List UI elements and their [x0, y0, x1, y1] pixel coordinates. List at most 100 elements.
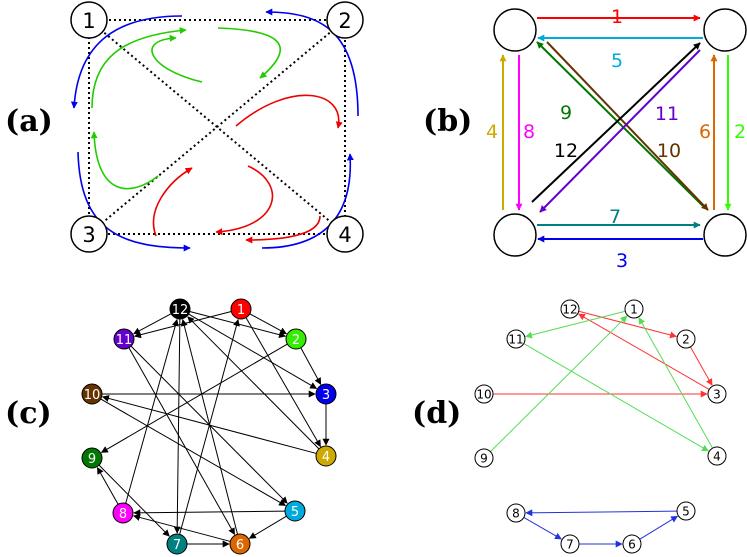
panel-b-edge-label-5: 5	[611, 50, 623, 72]
panel-c-edge-12-7	[173, 318, 181, 534]
panel-a-dotted-frame	[88, 19, 346, 235]
svg-text:4: 4	[713, 450, 721, 464]
svg-text:10: 10	[476, 388, 491, 402]
panel-a-node-2: 2	[326, 1, 364, 39]
panel-b-edge-label-4: 4	[486, 121, 498, 143]
panel-b-node-top-right	[703, 8, 747, 52]
panel-c-node-5: 5	[284, 500, 306, 522]
panel-c-edge-1-4	[245, 317, 321, 448]
panel-b-edge-11	[539, 49, 701, 213]
panel-c-node-4: 4	[315, 445, 337, 467]
svg-text:1: 1	[237, 303, 245, 318]
panel-d-edge-9-1	[490, 315, 628, 453]
svg-text:8: 8	[512, 507, 520, 521]
panel-d-node-6: 6	[622, 534, 642, 554]
svg-text:3: 3	[322, 388, 330, 403]
panel-a-node-1: 1	[70, 1, 108, 39]
svg-text:6: 6	[236, 538, 244, 553]
panel-b-node-bottom-left	[493, 213, 537, 257]
panel-c-node-3: 3	[315, 383, 337, 405]
svg-text:9: 9	[480, 452, 488, 466]
panel-d-edge-3-12	[578, 313, 710, 390]
panel-a-node-4: 4	[326, 215, 364, 253]
panel-c-edge-5-8	[133, 509, 286, 517]
panel-a-nodes: 1 2 3 4	[70, 1, 364, 253]
panel-b-nodes	[493, 8, 747, 257]
panel-d-edge-5-8	[525, 509, 678, 517]
panel-d-label: (d)	[412, 396, 461, 431]
svg-text:5: 5	[682, 505, 690, 519]
panel-b-label: (b)	[423, 104, 472, 139]
panel-b-node-bottom-right	[703, 213, 747, 257]
panel-d-node-7: 7	[560, 534, 580, 554]
panel-d-node-12: 12	[560, 299, 580, 319]
panel-c-node-6: 6	[229, 533, 251, 555]
svg-text:2: 2	[682, 333, 690, 347]
panel-c-edge-5-6	[248, 515, 287, 539]
panel-b-edge-label-9: 9	[560, 102, 572, 124]
svg-text:12: 12	[172, 303, 189, 318]
svg-text:4: 4	[322, 450, 330, 465]
panel-c-edge-11-6	[128, 347, 236, 536]
panel-b-edge-9	[536, 41, 705, 208]
svg-text:7: 7	[173, 538, 181, 553]
svg-text:1: 1	[630, 303, 638, 317]
panel-d-edge-8-7	[523, 517, 562, 540]
panel-c-edge-2-3	[300, 347, 322, 385]
panel-b-edge-label-3: 3	[616, 250, 628, 272]
panel-a-blue-arrow-bottom-left	[77, 151, 191, 252]
panel-c-edge-6-12	[180, 318, 239, 535]
panel-c-node-12: 12	[169, 298, 191, 320]
panel-c-edge-1-2	[249, 313, 287, 335]
panel-a: (a)	[5, 1, 364, 253]
panel-c-edge-10-5	[100, 398, 287, 506]
panel-c-node-7: 7	[166, 533, 188, 555]
panel-a-label: (a)	[5, 104, 53, 139]
panel-c-edge-6-8	[132, 514, 231, 542]
panel-d-node-8: 8	[506, 503, 526, 523]
svg-text:10: 10	[84, 388, 101, 403]
panel-d-edge-11-4	[523, 343, 709, 452]
panel-c-edge-12-3	[188, 313, 318, 389]
panel-d-edge-4-1	[638, 317, 714, 449]
svg-text:5: 5	[291, 505, 299, 520]
panel-c-node-11: 11	[113, 328, 135, 350]
panel-b-node-top-left	[493, 8, 537, 52]
svg-text:9: 9	[88, 452, 96, 467]
panel-b-edge-label-8: 8	[523, 121, 535, 143]
panel-a-blue-arrows	[70, 8, 359, 252]
panel-d-node-9: 9	[474, 448, 494, 468]
panel-c-edge-8-12	[125, 318, 179, 504]
panel-b-edge-12	[531, 42, 701, 203]
panel-a-blue-arrow-top-left	[70, 15, 183, 109]
panel-d-node-11: 11	[506, 329, 526, 349]
panel-a-node-3: 3	[70, 215, 108, 253]
panel-b-edge-label-1: 1	[611, 6, 623, 28]
svg-text:6: 6	[628, 538, 636, 552]
panel-b-edge-label-12: 12	[554, 140, 578, 162]
panel-b-edge-label-2: 2	[734, 121, 746, 143]
panel-c-edge-7-1	[179, 318, 240, 535]
panel-c-node-8: 8	[112, 502, 134, 524]
svg-text:11: 11	[116, 333, 133, 348]
panel-c-node-10: 10	[81, 383, 103, 405]
svg-text:4: 4	[338, 223, 351, 247]
panel-c-label: (c)	[5, 396, 52, 431]
svg-text:3: 3	[713, 388, 721, 402]
panel-a-red-arrows	[152, 94, 343, 244]
panel-d-node-5: 5	[676, 501, 696, 521]
panel-d-edges	[490, 310, 714, 548]
panel-b-edge-label-10: 10	[657, 140, 681, 162]
panel-d-node-1: 1	[624, 299, 644, 319]
panel-c-edge-12-2	[189, 311, 287, 339]
panel-a-green-arrows	[90, 27, 282, 190]
panel-b-edge-label-11: 11	[655, 103, 679, 125]
panel-d-edge-12-2	[578, 310, 677, 339]
svg-text:11: 11	[508, 333, 523, 347]
svg-text:1: 1	[82, 9, 95, 33]
panel-d-edge-2-3	[689, 346, 713, 386]
